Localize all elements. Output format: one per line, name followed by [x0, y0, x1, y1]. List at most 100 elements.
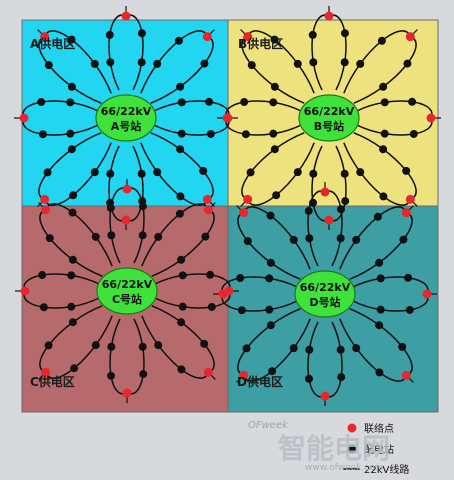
distribution-station-dot: [336, 205, 345, 214]
distribution-station-dot: [377, 36, 386, 45]
distribution-station-dot: [205, 97, 214, 106]
distribution-station-dot: [356, 168, 365, 177]
legend-line-label: 22kV线路: [364, 463, 409, 476]
substation-a: [95, 94, 157, 142]
legend-tie-point-icon: [347, 423, 357, 433]
distribution-station-dot: [67, 271, 76, 280]
distribution-station-dot: [380, 129, 389, 138]
distribution-station-dot: [107, 342, 116, 351]
distribution-station-dot: [398, 342, 407, 351]
substation-name-label: D号站: [309, 295, 340, 309]
distribution-station-dot: [67, 82, 76, 91]
distribution-station-dot: [44, 61, 53, 70]
substation-voltage-label: 66/22kV: [101, 105, 152, 118]
distribution-station-dot: [270, 145, 279, 154]
distribution-station-dot: [375, 368, 384, 377]
watermark-brand: OFweek: [248, 420, 289, 431]
tie-point: [122, 388, 132, 398]
substation-voltage-label: 66/22kV: [304, 105, 355, 118]
tie-point: [239, 370, 249, 380]
distribution-station-dot: [376, 274, 385, 283]
distribution-station-dot: [90, 59, 99, 68]
tie-point: [122, 184, 132, 194]
tie-point: [121, 215, 131, 225]
distribution-station-dot: [265, 274, 274, 283]
distribution-station-dot: [207, 302, 216, 311]
legend-station-label: 配电站: [364, 443, 394, 456]
distribution-station-dot: [67, 302, 76, 311]
distribution-station-dot: [340, 29, 349, 38]
distribution-station-dot: [38, 271, 47, 280]
distribution-station-dot: [153, 168, 162, 177]
distribution-station-dot: [293, 59, 302, 68]
distribution-station-dot: [68, 318, 77, 327]
substation-name-label: B号站: [314, 119, 344, 133]
tie-point: [203, 367, 213, 377]
distribution-station-dot: [200, 59, 209, 68]
distribution-station-dot: [137, 29, 146, 38]
distribution-station-dot: [200, 339, 209, 348]
distribution-station-dot: [106, 58, 115, 67]
tie-point: [401, 370, 411, 380]
distribution-station-dot: [176, 145, 185, 154]
distribution-station-dot: [375, 258, 384, 267]
distribution-station-dot: [409, 129, 418, 138]
tie-point: [41, 367, 51, 377]
distribution-station-dot: [237, 306, 246, 315]
distribution-station-dot: [403, 59, 412, 68]
distribution-station-dot: [39, 303, 48, 312]
distribution-station-dot: [68, 255, 77, 264]
region-labels: A供电区 B供电区 C供电区 D供电区: [30, 36, 283, 389]
tie-point: [324, 215, 334, 225]
distribution-station-dot: [154, 232, 163, 241]
distribution-station-dot: [107, 231, 116, 240]
distribution-station-dot: [309, 169, 318, 178]
distribution-station-dot: [270, 35, 279, 44]
distribution-station-dot: [43, 168, 52, 177]
distribution-station-dot: [138, 342, 147, 351]
distribution-station-dot: [153, 59, 162, 68]
distribution-station-dot: [266, 258, 275, 267]
distribution-station-dot: [246, 168, 255, 177]
distribution-station-dot: [201, 232, 210, 241]
distribution-station-dot: [266, 321, 275, 330]
tie-point: [202, 194, 212, 204]
distribution-station-dot: [236, 274, 245, 283]
distribution-station-dot: [66, 129, 75, 138]
tie-point: [40, 32, 50, 42]
tie-point: [405, 32, 415, 42]
distribution-station-dot: [106, 169, 115, 178]
distribution-station-dot: [90, 168, 99, 177]
distribution-station-dot: [105, 30, 114, 39]
distribution-station-dot: [272, 191, 281, 200]
tie-point: [405, 194, 415, 204]
distribution-station-dot: [177, 98, 186, 107]
distribution-station-dot: [139, 370, 148, 379]
distribution-station-dot: [375, 321, 384, 330]
region-label-c: C供电区: [30, 374, 75, 389]
distribution-station-dot: [68, 208, 77, 217]
distribution-station-dot: [137, 169, 146, 178]
distribution-station-dot: [341, 197, 350, 206]
distribution-station-dot: [206, 270, 215, 279]
tie-point: [41, 205, 51, 215]
distribution-station-dot: [177, 129, 186, 138]
distribution-station-dot: [289, 235, 298, 244]
distribution-station-dot: [340, 58, 349, 67]
substation-d: [294, 270, 356, 318]
distribution-station-dot: [138, 231, 147, 240]
distribution-station-dot: [402, 166, 411, 175]
distribution-station-dot: [336, 345, 345, 354]
tie-point: [222, 113, 232, 123]
watermark: OFweek 智能电网 www.ofweek.com: [248, 420, 390, 473]
tie-point: [243, 32, 253, 42]
distribution-station-dot: [352, 344, 361, 353]
distribution-station-dot: [270, 82, 279, 91]
distribution-station-dot: [380, 98, 389, 107]
legend-tie-point-label: 联络点: [364, 422, 394, 435]
distribution-station-dot: [269, 129, 278, 138]
distribution-station-dot: [174, 36, 183, 45]
distribution-station-dot: [137, 58, 146, 67]
distribution-station-dot: [265, 305, 274, 314]
distribution-station-dot: [373, 212, 382, 221]
